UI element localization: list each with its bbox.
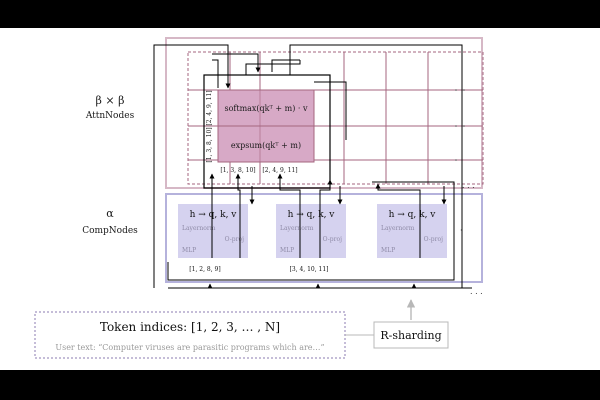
attn-col-index-left: [1, 3, 8, 10] <box>220 167 255 174</box>
attn-col-index-right: [2, 4, 9, 11] <box>262 167 297 174</box>
comp-node-indices: [3, 4, 10, 11] <box>289 266 328 273</box>
attn-row-index-bottom: [1, 3, 8, 10] <box>206 127 213 162</box>
attn-grid-dashed <box>187 51 484 185</box>
comp-subtitle: CompNodes <box>82 226 138 236</box>
comp-title: α <box>106 207 114 220</box>
comp-node-box <box>377 204 447 258</box>
wiring <box>153 44 472 289</box>
comp-node-3: h → q, k, v Layernorm O-proj MLP <box>377 204 447 258</box>
comp-node-oproj: O-proj <box>323 236 342 243</box>
comp-node-box <box>276 204 346 258</box>
comp-node-indices: [1, 2, 8, 9] <box>189 266 220 273</box>
comp-node-formula: h → q, k, v <box>288 210 336 220</box>
comp-node-layernorm: Layernorm <box>381 225 415 232</box>
comp-ellipsis: · <box>460 226 463 235</box>
comp-node-mlp: MLP <box>381 247 395 254</box>
attn-row-index-top: [2, 4, 9, 11] <box>206 90 213 125</box>
comp-node-2: h → q, k, v Layernorm O-proj MLP [3, 4, … <box>276 204 346 273</box>
attn-subtitle: AttnNodes <box>85 111 135 121</box>
comp-region <box>165 193 483 283</box>
attn-bottom-formula: expsum(qkᵀ + m) <box>231 141 301 150</box>
bus-ellipsis-top: . . . <box>462 181 475 190</box>
comp-node-oproj: O-proj <box>424 236 443 243</box>
comp-node-1: h → q, k, v Layernorm O-proj MLP [1, 2, … <box>178 204 248 273</box>
comp-node-mlp: MLP <box>182 247 196 254</box>
comp-node-formula: h → q, k, v <box>190 210 238 220</box>
attn-title: β × β <box>96 94 125 107</box>
comp-node-formula: h → q, k, v <box>389 210 437 220</box>
attn-top-formula: softmax(qkᵀ + m) · v <box>224 104 308 113</box>
comp-node-box <box>178 204 248 258</box>
attn-focus-frame <box>203 74 331 189</box>
sharding-box <box>373 321 449 349</box>
comp-node-layernorm: Layernorm <box>182 225 216 232</box>
comp-node-layernorm: Layernorm <box>280 225 314 232</box>
sharding-label: R-sharding <box>380 329 441 342</box>
token-user-text: User text: “Computer viruses are parasit… <box>55 343 324 352</box>
bus-ellipsis-bottom: . . . <box>470 287 483 296</box>
token-title: Token indices: [1, 2, 3, … , N] <box>100 320 280 334</box>
comp-node-mlp: MLP <box>280 247 294 254</box>
attn-vertical-dots <box>455 89 465 161</box>
comp-node-oproj: O-proj <box>225 236 244 243</box>
